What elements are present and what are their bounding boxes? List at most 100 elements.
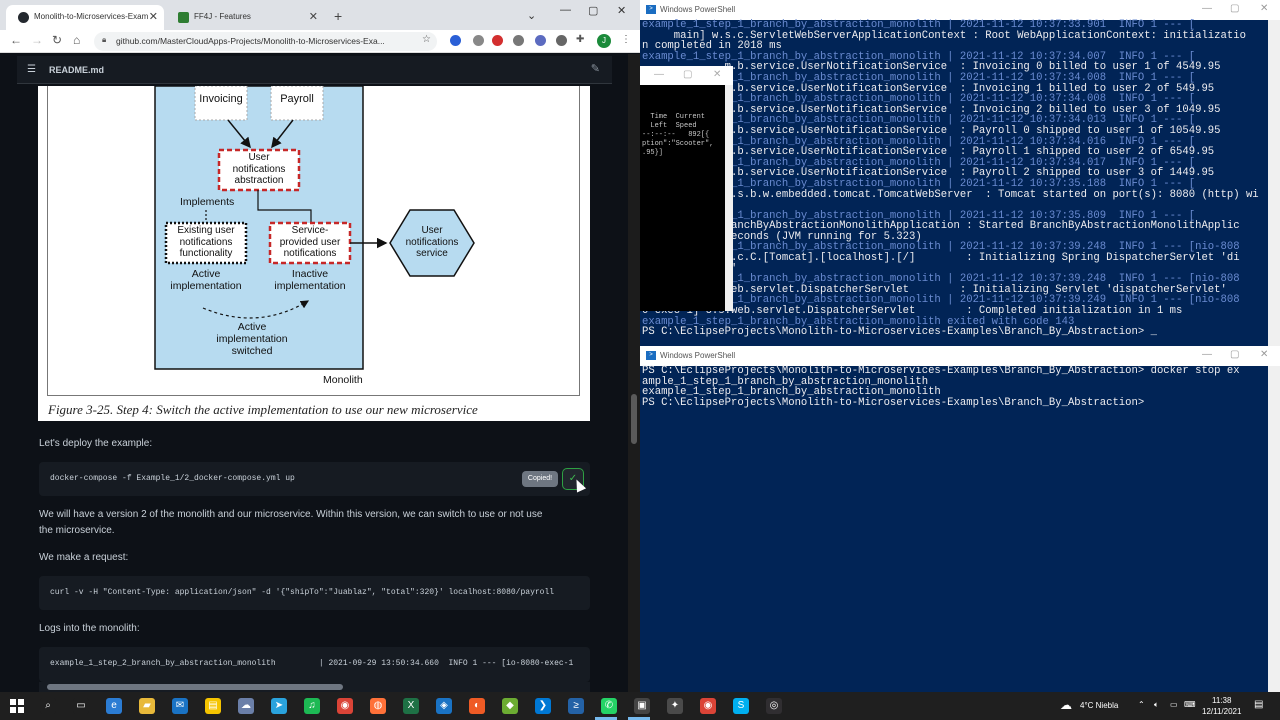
address-bar[interactable]: 🔒︎ github.com/MasterCloudApps-Projects/M…: [94, 32, 437, 51]
powershell-output[interactable]: PS C:\EclipseProjects\Monolith-to-Micros…: [642, 366, 1240, 408]
back-arrow-icon[interactable]: ←: [10, 33, 22, 47]
tab-ff4j-features[interactable]: FF4J - Features ✕: [166, 5, 324, 30]
window-title: Windows PowerShell: [660, 351, 736, 360]
puzzle-extensions-icon[interactable]: ✚: [576, 34, 585, 45]
scrollbar-thumb[interactable]: [631, 394, 637, 444]
extension-icon[interactable]: [556, 35, 567, 46]
sticky-notes-icon[interactable]: ▤: [205, 698, 221, 714]
minimize-button[interactable]: —: [1202, 349, 1212, 360]
close-tab-icon[interactable]: ✕: [308, 11, 318, 23]
close-window-button[interactable]: ✕: [1260, 3, 1269, 14]
deploy-paragraph: Let's deploy the example:: [39, 438, 153, 449]
chevron-up-icon[interactable]: ⌃: [1138, 700, 1145, 709]
invoicing-arrow: [227, 119, 251, 149]
lock-icon: 🔒︎: [102, 35, 107, 44]
powershell-output[interactable]: example_1_step_1_branch_by_abstraction_m…: [642, 20, 1259, 338]
language-icon[interactable]: ⌨: [1184, 700, 1196, 709]
powershell-icon[interactable]: ≥: [568, 698, 584, 714]
powershell-scrollbar[interactable]: [1268, 366, 1280, 692]
deploy-code-block[interactable]: docker-compose -f Example_1/2_docker-com…: [39, 462, 590, 496]
forward-arrow-icon[interactable]: →: [31, 33, 43, 47]
extension-icon[interactable]: [450, 35, 461, 46]
active-app-indicator: [628, 717, 650, 720]
microservice-hexagon: [389, 209, 475, 277]
page-vertical-scrollbar[interactable]: [628, 54, 640, 692]
edge-icon[interactable]: e: [106, 698, 122, 714]
postman-icon[interactable]: ◐: [469, 698, 485, 714]
table-of-contents-icon[interactable]: ☰: [27, 64, 36, 75]
close-window-button[interactable]: ✕: [1260, 349, 1269, 360]
powershell-scrollbar[interactable]: [1268, 20, 1280, 346]
cloud-weather-icon[interactable]: ☁: [1060, 698, 1072, 712]
telegram-icon[interactable]: ➤: [271, 698, 287, 714]
weather-app-icon[interactable]: ☁: [238, 698, 254, 714]
figure-caption: Figure 3-25. Step 4: Switch the active i…: [48, 402, 478, 417]
extension-icon[interactable]: [492, 35, 503, 46]
extension-icon[interactable]: [513, 35, 524, 46]
mail-icon[interactable]: ✉: [172, 698, 188, 714]
clock[interactable]: 11:38 12/11/2021: [1202, 696, 1242, 716]
maximize-button[interactable]: ▢: [1230, 349, 1240, 360]
copy-button[interactable]: ✓: [562, 468, 584, 490]
curl-console-window: — ▢ ✕ Time Current Left Speed --:--:-- 8…: [640, 66, 733, 311]
obs-icon[interactable]: ◎: [766, 698, 782, 714]
chrome-menu-icon[interactable]: ⋮: [621, 34, 631, 45]
extension-icon[interactable]: [473, 35, 484, 46]
network-icon[interactable]: ▭: [1170, 700, 1178, 709]
minimize-button[interactable]: —: [654, 69, 664, 80]
reload-icon[interactable]: ↻: [52, 33, 63, 47]
scrollbar-thumb[interactable]: [47, 684, 343, 690]
speaker-icon[interactable]: 🔈︎: [1154, 700, 1159, 709]
minimize-button[interactable]: —: [560, 4, 571, 16]
log-line: o.s.b.w.embedded.tomcat.TomcatWebServer …: [642, 188, 1259, 201]
task-view-icon[interactable]: ▭: [73, 698, 89, 714]
close-window-button[interactable]: ✕: [713, 69, 722, 80]
terminal-icon[interactable]: ▣: [634, 698, 650, 714]
console-scrollbar[interactable]: [725, 85, 733, 311]
service-provided-label: Service- provided user notifications: [279, 225, 341, 259]
edit-pencil-icon[interactable]: ✎: [590, 63, 600, 75]
existing-impl-label: Existing user notifications functionalit…: [177, 225, 235, 259]
invoicing-box: [194, 86, 248, 121]
file-explorer-icon[interactable]: ▰: [139, 698, 155, 714]
bookmark-star-icon[interactable]: ☆: [422, 34, 431, 45]
close-tab-icon[interactable]: ✕: [148, 11, 158, 23]
maximize-button[interactable]: ▢: [683, 69, 693, 80]
extension-icon[interactable]: [535, 35, 546, 46]
vscode-icon[interactable]: ❯: [535, 698, 551, 714]
windows-taskbar: ⌕ ▭ e ▰ ✉ ▤ ☁ ➤ ♫ ◉ ◍ X ◈ ◐ ◆ ❯ ≥ ✆ ▣ ✦ ◉ S ◎ ☁ 4°C Niebla ⌃ 🔈…: [0, 692, 1280, 720]
maximize-button[interactable]: ▢: [1230, 3, 1240, 14]
maps-icon[interactable]: ◈: [436, 698, 452, 714]
logs-code-block[interactable]: example_1_step_2_branch_by_abstraction_m…: [39, 647, 590, 682]
tab-github-readme[interactable]: Monolith-to-Microservices-Exam ✕: [6, 5, 164, 30]
profile-avatar[interactable]: J: [597, 34, 611, 48]
maximize-button[interactable]: ▢: [588, 5, 599, 17]
new-tab-button[interactable]: +: [334, 8, 343, 24]
chrome-active-icon[interactable]: ◉: [700, 698, 716, 714]
minimize-button[interactable]: —: [1202, 3, 1212, 14]
git-icon[interactable]: ◆: [502, 698, 518, 714]
search-icon[interactable]: ⌕: [40, 698, 56, 714]
skype-icon[interactable]: S: [733, 698, 749, 714]
weather-text[interactable]: 4°C Niebla: [1080, 701, 1119, 710]
chrome-icon[interactable]: ◉: [337, 698, 353, 714]
whatsapp-icon[interactable]: ✆: [601, 698, 617, 714]
tools-icon[interactable]: ✦: [667, 698, 683, 714]
firefox-icon[interactable]: ◍: [370, 698, 386, 714]
excel-icon[interactable]: X: [403, 698, 419, 714]
url-text: github.com/MasterCloudApps-Projects/Mono…: [116, 36, 385, 46]
payroll-box: [270, 86, 324, 121]
code-horizontal-scrollbar[interactable]: [39, 682, 590, 692]
close-window-button[interactable]: ✕: [617, 5, 627, 17]
request-code-block[interactable]: curl -v -H "Content-Type: application/js…: [39, 576, 590, 610]
log-line: ample_1_step_1_branch_by_abstraction_mon…: [642, 375, 929, 388]
logs-paragraph: Logs into the monolith:: [39, 623, 140, 634]
console-titlebar: — ▢ ✕: [640, 66, 733, 85]
spotify-icon[interactable]: ♫: [304, 698, 320, 714]
tab-label: Monolith-to-Microservices-Exam: [34, 12, 149, 21]
start-button[interactable]: [10, 699, 24, 713]
home-icon[interactable]: ⌂: [73, 33, 81, 47]
log-line: web.servlet.DispatcherServlet : Initiali…: [642, 283, 1227, 296]
tab-search-icon[interactable]: ⌄: [527, 10, 537, 22]
notification-icon[interactable]: ▤: [1254, 699, 1264, 710]
